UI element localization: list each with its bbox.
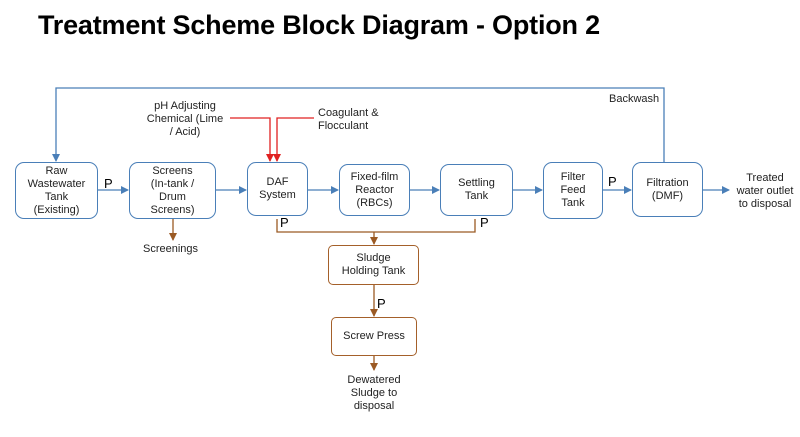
filter-feed-tank-box: Filter Feed Tank xyxy=(543,162,603,219)
sludge-holding-tank-box: Sludge Holding Tank xyxy=(328,245,419,285)
coagulant-dosing-line xyxy=(273,117,314,162)
pump-label-raw: P xyxy=(104,176,113,191)
sludge-holding-tank-label: Sludge Holding Tank xyxy=(341,252,406,277)
treated-outlet-label: Treated water outlet to disposal xyxy=(736,172,794,210)
screens-label: Screens (In-tank / Drum Screens) xyxy=(150,164,195,216)
ph-dosing-line xyxy=(230,117,274,162)
pump-label-sludge: P xyxy=(377,296,386,311)
screens-box: Screens (In-tank / Drum Screens) xyxy=(129,162,216,219)
pump-label-settling: P xyxy=(480,215,489,230)
daf-system-label: DAF System xyxy=(259,176,296,201)
raw-wastewater-tank-label: Raw Wastewater Tank (Existing) xyxy=(27,164,86,216)
pump-label-daf: P xyxy=(280,215,289,230)
raw-wastewater-tank: Raw Wastewater Tank (Existing) xyxy=(15,162,98,219)
settling-tank-label: Settling Tank xyxy=(458,177,495,202)
filtration-label: Filtration (DMF) xyxy=(646,176,689,202)
ph-chemical-label: pH Adjusting Chemical (Lime / Acid) xyxy=(146,100,224,138)
daf-sludge-line xyxy=(276,219,476,233)
coagulant-label: Coagulant & Flocculant xyxy=(318,107,379,132)
dewatered-sludge-label: Dewatered Sludge to disposal xyxy=(347,374,401,412)
screw-press-box: Screw Press xyxy=(331,317,417,356)
backwash-line xyxy=(52,87,665,162)
screenings-label: Screenings xyxy=(143,243,199,255)
pump-label-filter-feed: P xyxy=(608,174,617,189)
diagram-title: Treatment Scheme Block Diagram - Option … xyxy=(38,10,600,40)
backwash-label: Backwash xyxy=(609,93,660,105)
filter-feed-tank-label: Filter Feed Tank xyxy=(560,171,586,209)
fixed-film-reactor-label: Fixed-film Reactor (RBCs) xyxy=(350,170,399,209)
daf-system-box: DAF System xyxy=(247,162,308,216)
fixed-film-reactor-box: Fixed-film Reactor (RBCs) xyxy=(339,164,410,216)
settling-tank-box: Settling Tank xyxy=(440,164,513,216)
screw-press-label: Screw Press xyxy=(343,330,405,342)
filtration-box: Filtration (DMF) xyxy=(632,162,703,217)
